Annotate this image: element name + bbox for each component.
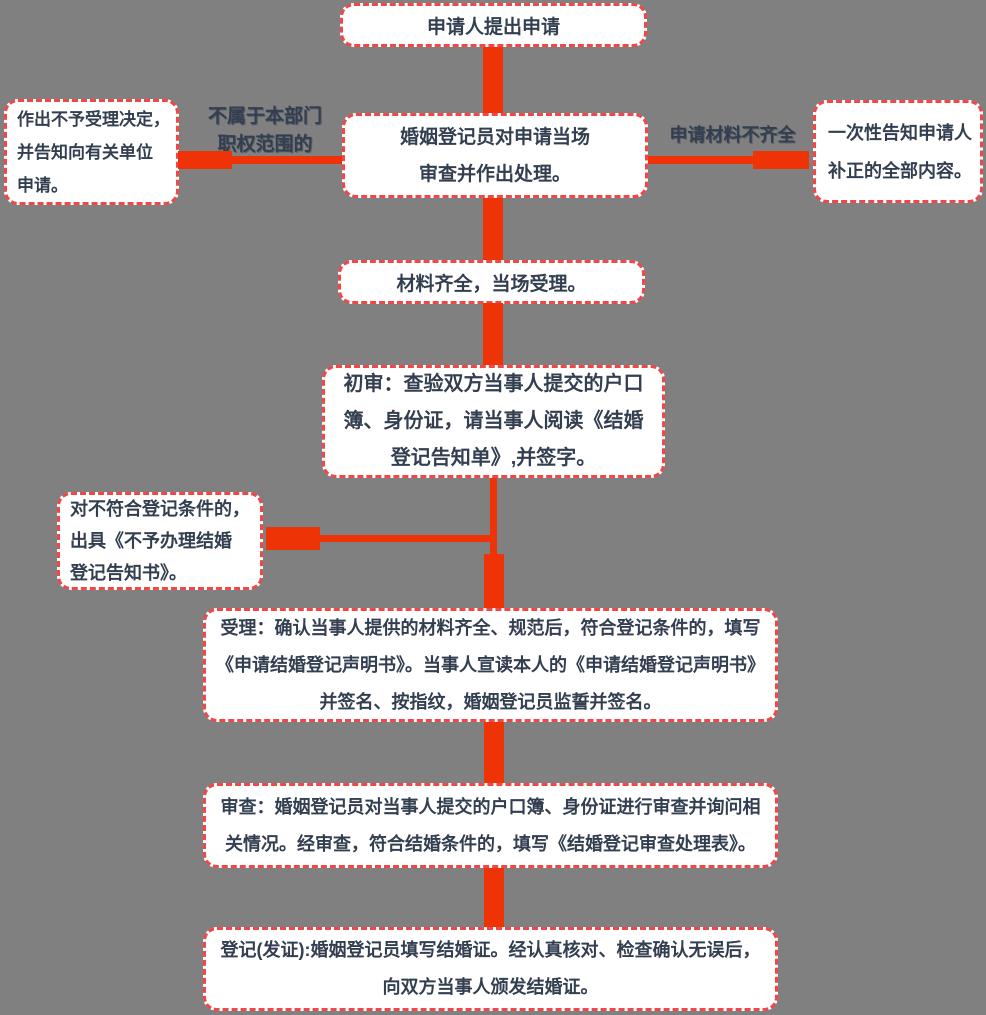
text-line: 受理：确认当事人提供的材料齐全、规范后，符合登记条件的，填写 xyxy=(220,617,761,638)
node-registration: 登记(发证):婚姻登记员填写结婚证。经认真核对、检查确认无误后， 向双方当事人颁… xyxy=(203,927,778,1011)
connector-examination-to-registration xyxy=(484,868,504,927)
text-line: 初审：查验双方当事人提交的户口 xyxy=(343,373,644,395)
arrow-to-supplement-line xyxy=(648,156,755,164)
connector-onsite-to-complete xyxy=(483,198,503,260)
text-line: 一次性告知申请人 xyxy=(828,122,972,143)
text-line: 不属于本部门 xyxy=(207,106,322,127)
node-supplement-notice: 一次性告知申请人 补正的全部内容。 xyxy=(813,100,983,203)
text-line: 登记告知书》。 xyxy=(70,563,187,583)
text-line: 向双方当事人颁发结婚证。 xyxy=(382,977,599,997)
connector-acceptance-to-examination xyxy=(484,722,504,783)
text-line: 补正的全部内容。 xyxy=(828,160,972,181)
text-line: 申请人提出申请 xyxy=(426,16,560,38)
text-line: 婚姻登记员对申请当场 xyxy=(399,126,590,148)
text-line: 并告知向有关单位 xyxy=(17,142,153,162)
text-line: 作出不予受理决定， xyxy=(17,109,170,129)
text-line: 材料齐全，当场受理。 xyxy=(396,273,587,295)
text-line: 职权范围的 xyxy=(217,134,313,155)
text-line: 审查：婚姻登记员对当事人提交的户口簿、身份证进行审查并询问相 xyxy=(220,796,761,817)
node-applicant-submits: 申请人提出申请 xyxy=(340,3,647,47)
arrow-to-reject-line xyxy=(318,535,497,542)
arrow-to-reject-head xyxy=(266,527,320,550)
edge-label-not-in-authority: 不属于本部门 职权范围的 xyxy=(190,103,340,159)
connector-complete-to-preliminary xyxy=(483,303,503,365)
connector-into-acceptance xyxy=(484,554,504,608)
connector-start-to-onsite xyxy=(483,47,503,113)
node-examination: 审查：婚姻登记员对当事人提交的户口簿、身份证进行审查并询问相 关情况。经审查，符… xyxy=(203,783,778,868)
arrow-to-not-accept-head xyxy=(178,151,232,169)
text-line: 《申请结婚登记声明书》。当事人宣读本人的《申请结婚登记声明书》 xyxy=(216,654,765,675)
arrow-to-supplement-head xyxy=(753,151,809,169)
text-line: 申请。 xyxy=(17,175,68,195)
node-preliminary-review: 初审：查验双方当事人提交的户口 簿、身份证，请当事人阅读《结婚 登记告知单》,并… xyxy=(322,365,665,478)
node-not-accept-decision: 作出不予受理决定， 并告知向有关单位 申请。 xyxy=(4,99,179,205)
text-line: 簿、身份证，请当事人阅读《结婚 xyxy=(343,410,644,432)
text-line: 对不符合登记条件的， xyxy=(70,499,250,519)
text-line: 登记(发证):婚姻登记员填写结婚证。经认真核对、检查确认无误后， xyxy=(220,940,761,960)
node-acceptance: 受理：确认当事人提供的材料齐全、规范后，符合登记条件的，填写 《申请结婚登记声明… xyxy=(203,608,778,722)
edge-label-materials-incomplete: 申请材料不齐全 xyxy=(660,121,805,147)
node-materials-complete: 材料齐全，当场受理。 xyxy=(338,260,645,304)
text-line: 出具《不予办理结婚 xyxy=(70,531,232,551)
node-reject-notice: 对不符合登记条件的， 出具《不予办理结婚 登记告知书》。 xyxy=(57,492,263,590)
text-line: 登记告知单》,并签字。 xyxy=(390,447,597,469)
text-line: 关情况。经审查，符合结婚条件的，填写《结婚登记审查处理表》。 xyxy=(225,833,756,854)
text-line: 审查并作出处理。 xyxy=(418,163,571,185)
node-onsite-review: 婚姻登记员对申请当场 审查并作出处理。 xyxy=(342,113,648,198)
text-line: 申请材料不齐全 xyxy=(669,125,796,145)
arrow-to-not-accept-line xyxy=(230,156,342,164)
connector-preliminary-down-line xyxy=(490,478,497,556)
text-line: 并签名、按指纹，婚姻登记员监誓并签名。 xyxy=(319,691,662,712)
